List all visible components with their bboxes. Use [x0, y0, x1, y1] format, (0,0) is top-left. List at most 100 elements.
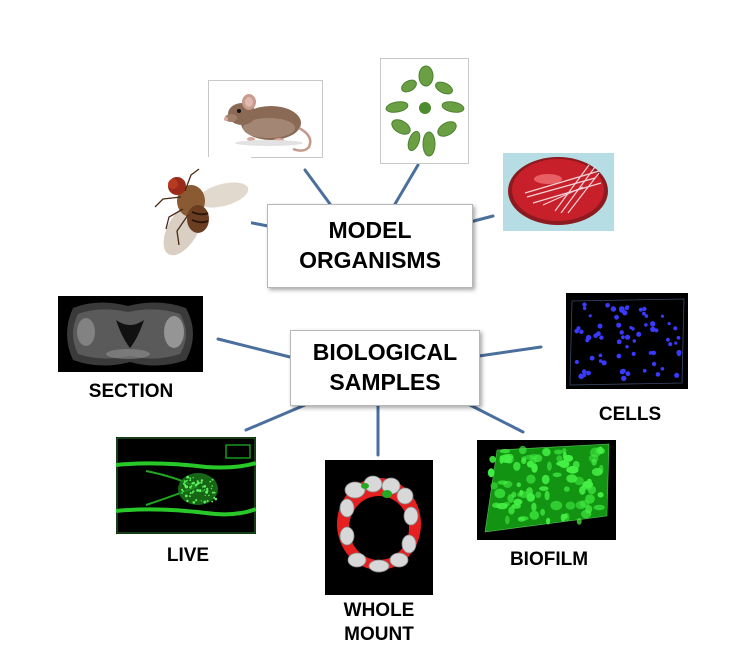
live-speckle [211, 485, 213, 487]
biofilm-blob [562, 451, 567, 460]
live-speckle [206, 487, 209, 490]
live-speckle [181, 488, 183, 491]
biofilm-blob [560, 513, 566, 522]
biofilm-blob [487, 468, 495, 478]
live-speckle [200, 500, 202, 502]
cell-dot [582, 373, 587, 378]
cell-dot [588, 314, 592, 318]
biofilm-blob [489, 455, 496, 463]
cell-dot [621, 335, 625, 340]
cell-dot [668, 342, 673, 347]
mouse-image [208, 80, 323, 158]
biofilm-blob [539, 486, 549, 491]
live-speckle [210, 487, 213, 490]
biofilm-blob [535, 491, 542, 499]
cell-dot [673, 326, 678, 331]
biological-samples-hub: BIOLOGICAL SAMPLES [290, 330, 480, 406]
cells-dots [569, 298, 685, 386]
connector-section [216, 337, 292, 359]
biological-samples-line1: BIOLOGICAL [312, 339, 458, 366]
cell-dot [638, 307, 643, 312]
cell-dot [610, 306, 617, 312]
biofilm-blob [490, 482, 498, 490]
live-speckle [196, 482, 200, 485]
live-speckle [192, 490, 195, 493]
cell-dot [631, 351, 636, 356]
model-organisms-hub: MODEL ORGANISMS [267, 204, 473, 288]
biofilm-blob [566, 474, 578, 483]
live-speckle [203, 489, 206, 491]
biofilm-blob [550, 500, 563, 511]
cell-dot [674, 372, 680, 378]
biofilm-blob [513, 461, 521, 471]
live-speckle [208, 494, 210, 497]
cell-dot [625, 371, 631, 377]
live-speckle [195, 499, 198, 502]
cell-dot [674, 341, 678, 345]
live-speckle [196, 480, 199, 483]
cell-dot [589, 355, 595, 361]
cell-dot [642, 306, 647, 312]
live-imaging-image [116, 437, 256, 534]
biofilm-blob [529, 510, 540, 520]
cell-dot [629, 326, 633, 330]
cell-dot [582, 306, 587, 311]
live-speckle [189, 492, 192, 494]
biofilm-blob [593, 504, 605, 511]
cell-dot [625, 334, 631, 340]
model-organisms-line1: MODEL [328, 217, 412, 244]
biofilm-blob [588, 454, 599, 463]
biofilm-blob [585, 494, 595, 504]
live-speckle [189, 495, 191, 498]
biofilm-blob [547, 461, 552, 471]
cell-dot [648, 351, 653, 355]
biofilm-blob [533, 454, 543, 463]
cell-dot [616, 339, 622, 345]
cell-dot [605, 303, 610, 308]
cells-image [566, 293, 688, 389]
biofilm-blob [526, 474, 536, 484]
live-speckle [186, 475, 190, 479]
live-speckle [211, 478, 214, 481]
cell-dot [667, 322, 671, 326]
live-speckle [183, 480, 186, 483]
biofilm-blob [552, 472, 562, 478]
live-speckle [213, 496, 216, 499]
biofilm-blob [542, 448, 551, 457]
live-speckle [181, 492, 183, 494]
live-speckle [184, 494, 188, 498]
biofilm-blob [597, 492, 604, 498]
cell-dot [586, 370, 591, 376]
biofilm-blob [519, 445, 527, 455]
biofilm-blob [544, 490, 550, 501]
cell-dot [644, 314, 649, 318]
live-speckle [191, 482, 194, 485]
live-speckle [209, 480, 212, 483]
cell-dot [597, 323, 603, 329]
live-speckle [203, 485, 207, 488]
live-speckle [206, 500, 209, 502]
cell-dot [660, 314, 664, 318]
whole-mount-caption: WHOLE MOUNT [322, 599, 436, 647]
cell-dot [598, 353, 603, 358]
cell-dot [660, 367, 665, 371]
live-speckle [191, 492, 194, 494]
cell-dot [619, 369, 625, 375]
biofilm-blob [575, 500, 586, 510]
cell-dot [632, 339, 637, 343]
cell-dot [598, 359, 603, 363]
cells-caption: CELLS [598, 404, 662, 425]
whole-mount-caption-line1: WHOLE [343, 600, 415, 621]
live-speckle [200, 481, 203, 484]
cell-dot [574, 328, 579, 334]
live-speckle [186, 499, 189, 503]
biofilm-blob [582, 480, 594, 489]
connector-mouse [303, 168, 332, 206]
biofilm-blob [516, 482, 522, 488]
cell-dot [614, 314, 619, 320]
cell-dot [619, 330, 624, 335]
biofilm-blob [503, 455, 515, 464]
biofilm-blob [556, 460, 568, 467]
live-speckle [213, 491, 215, 494]
